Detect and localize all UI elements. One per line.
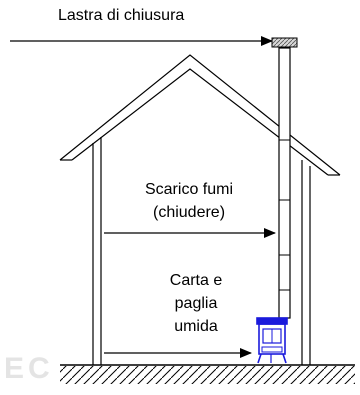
flue-exhaust-label-line1: Scarico fumi <box>144 181 234 198</box>
house-roof <box>59 54 341 176</box>
fuel-label-line3: umida <box>174 318 218 335</box>
flue-exhaust-label-line2: (chiudere) <box>152 204 226 221</box>
closing-plate <box>271 37 298 48</box>
fuel-label-line2: paglia <box>174 295 218 312</box>
fuel-label-line1: Carta e <box>169 272 223 289</box>
house-walls <box>92 137 311 365</box>
chimney-flue <box>278 47 291 319</box>
closing-plate-label: Lastra di chiusura <box>58 7 185 24</box>
hatched-ground-icon <box>60 364 355 384</box>
watermark: EC <box>4 352 54 385</box>
stove-icon <box>256 317 288 364</box>
